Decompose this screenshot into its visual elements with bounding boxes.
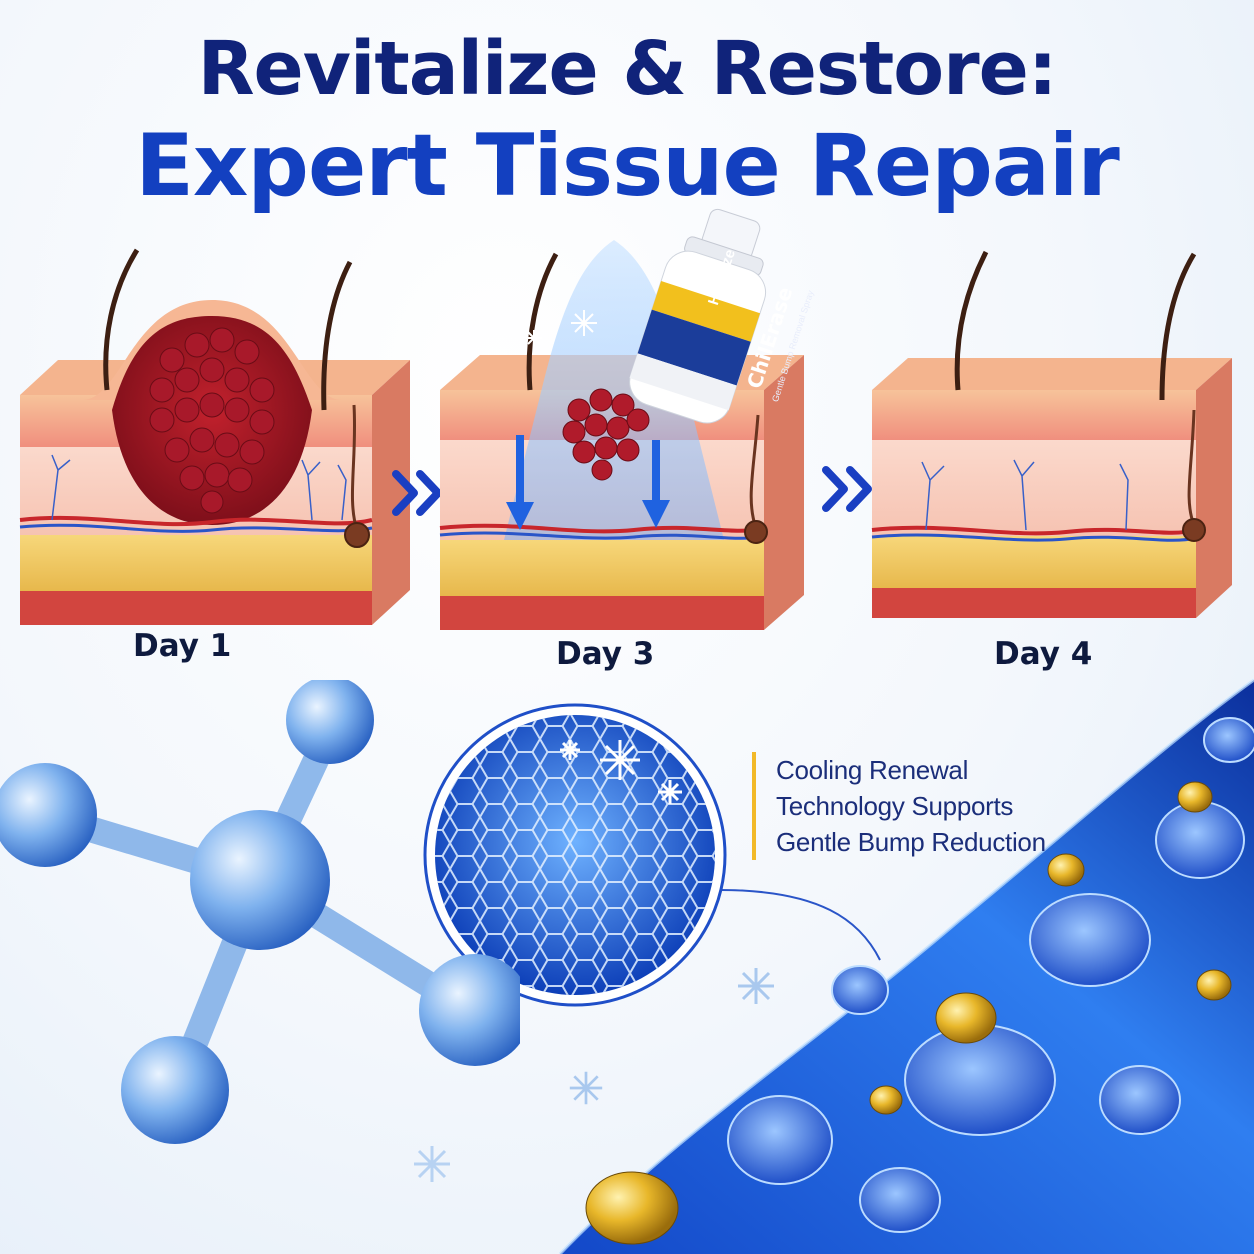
day-label-3: Day 4 <box>994 636 1093 672</box>
day-label-2: Day 3 <box>556 636 655 672</box>
double-chevron-right-icon <box>822 466 872 512</box>
hair-icon <box>103 248 140 391</box>
headline-line-2: Expert Tissue Repair <box>135 116 1120 216</box>
magnified-lattice <box>423 703 727 1007</box>
skin-block-day-3 <box>439 240 804 630</box>
headline-line-1: Revitalize & Restore: <box>197 26 1058 112</box>
cell-stream <box>558 678 1254 1254</box>
snowflake-icon <box>569 1071 603 1105</box>
snowflake-icon <box>738 968 774 1004</box>
skin-block-day-1 <box>19 248 410 625</box>
down-arrow-icon <box>506 435 670 530</box>
claim-line-2: Technology Supports <box>776 791 1014 821</box>
product-bottle <box>629 208 767 424</box>
shrinking-bump <box>562 388 650 481</box>
cell <box>727 717 1254 1233</box>
claim-line-1: Cooling Renewal <box>776 755 969 785</box>
double-chevron-right-icon <box>392 470 442 516</box>
gold-capsule <box>585 781 1232 1245</box>
snowflake-icon <box>526 310 597 346</box>
snowflake-icon <box>414 1146 450 1182</box>
snowflake-icon <box>560 740 682 804</box>
skin-block-day-4 <box>871 250 1232 618</box>
claim-text-block: Cooling Renewal Technology Supports Gent… <box>752 752 1046 860</box>
claim-line-3: Gentle Bump Reduction <box>776 827 1046 857</box>
day-label-1: Day 1 <box>133 628 232 664</box>
molecule-icon <box>0 680 520 1144</box>
